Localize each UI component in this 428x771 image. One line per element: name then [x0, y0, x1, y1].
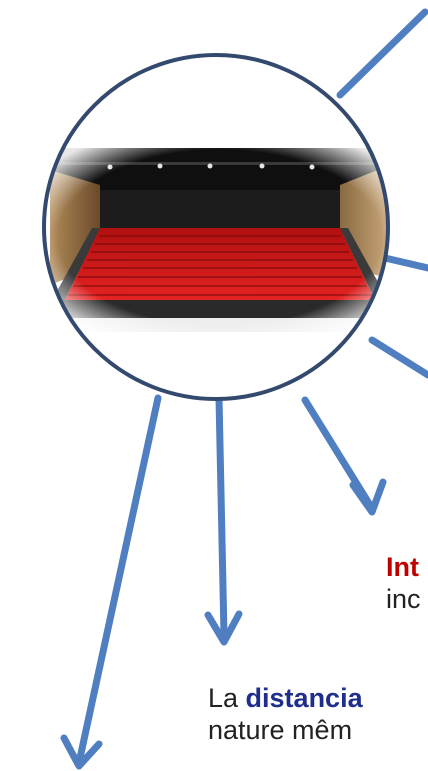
arrow-down-left [64, 398, 158, 766]
label-nature: nature mêm [208, 714, 352, 746]
label-int: Int [386, 551, 419, 583]
arrow-top-right [340, 12, 425, 95]
label-distancia: distancia [246, 683, 363, 713]
theatre-circle [40, 55, 400, 399]
theatre-photo [40, 140, 400, 335]
label-inc: inc [386, 583, 421, 615]
arrow-down-middle [208, 398, 239, 642]
label-la-distancia: La distancia [208, 682, 363, 714]
arrow-right-upper [385, 258, 428, 268]
arrow-down-right [305, 400, 383, 512]
label-la: La [208, 683, 246, 713]
arrow-right-lower [372, 340, 428, 375]
